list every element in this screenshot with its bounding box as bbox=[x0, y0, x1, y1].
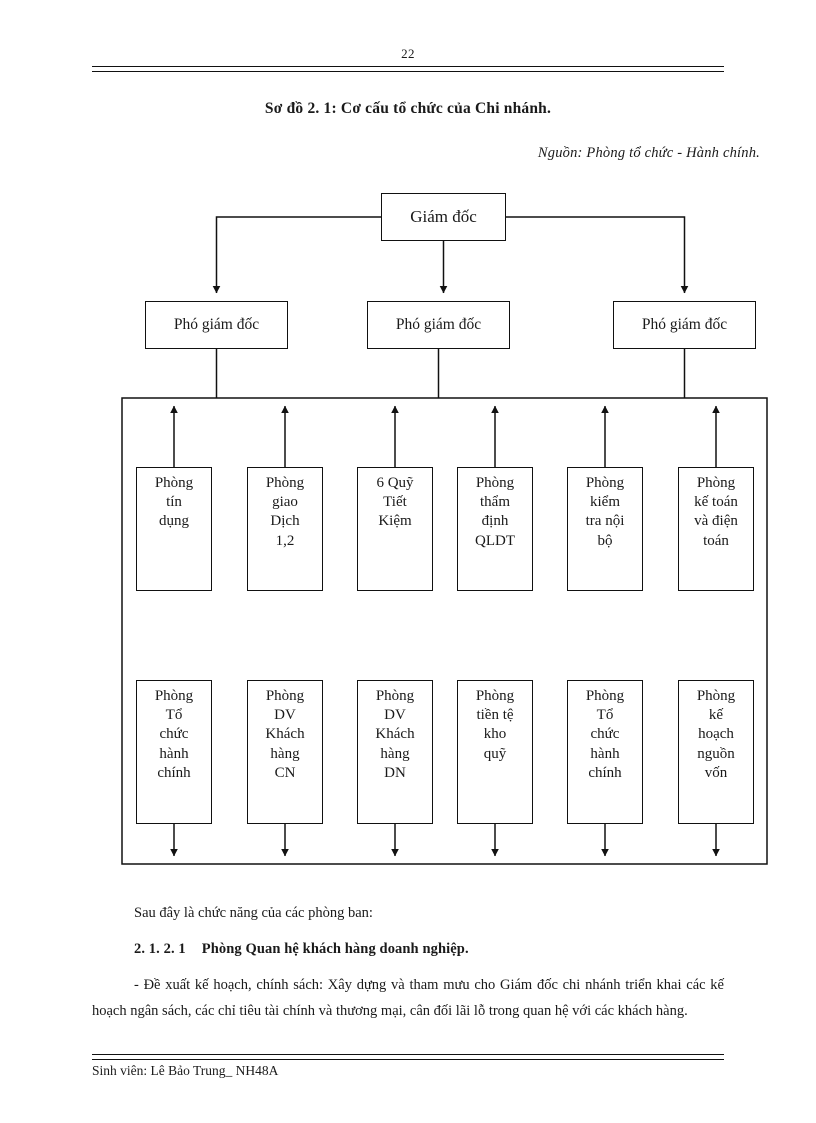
org-node-deputy-1: Phó giám đốc bbox=[145, 301, 288, 349]
section-heading-number: 2. 1. 2. 1 bbox=[134, 940, 186, 957]
org-node-deputy-2-label: Phó giám đốc bbox=[395, 316, 482, 334]
footer-text: Sinh viên: Lê Bảo Trung_ NH48A bbox=[92, 1063, 279, 1078]
section-heading-text: Phòng Quan hệ khách hàng doanh nghiệp. bbox=[201, 940, 469, 957]
figure-title: Sơ đồ 2. 1: Cơ cấu tổ chức của Chi nhánh… bbox=[264, 100, 552, 117]
body-intro-paragraph: Sau đây là chức năng của các phòng ban: bbox=[134, 905, 373, 921]
org-chart-connectors bbox=[121, 216, 768, 865]
org-node-deputy-1-label: Phó giám đốc bbox=[173, 316, 260, 334]
org-node-deputy-2: Phó giám đốc bbox=[367, 301, 510, 349]
page-number: 22 bbox=[401, 46, 415, 61]
org-node-deputy-3-label: Phó giám đốc bbox=[641, 316, 728, 334]
section-heading: 2. 1. 2. 1 Phòng Quan hệ khách hàng doanh… bbox=[92, 936, 724, 963]
header-divider bbox=[92, 66, 724, 72]
body-text: Sau đây là chức năng của các phòng ban: … bbox=[92, 900, 724, 1034]
figure-source: Nguồn: Phòng tổ chức - Hành chính. bbox=[537, 145, 760, 161]
body-paragraph: - Đề xuất kế hoạch, chính sách: Xây dựng… bbox=[92, 976, 724, 1020]
org-node-director-label: Giám đốc bbox=[410, 207, 477, 227]
organization-chart: Giám đốc Phó giám đốc Phó giám đốc Phó g… bbox=[121, 193, 768, 865]
org-node-director: Giám đốc bbox=[381, 193, 506, 241]
footer-divider bbox=[92, 1054, 724, 1060]
org-node-deputy-3: Phó giám đốc bbox=[613, 301, 756, 349]
